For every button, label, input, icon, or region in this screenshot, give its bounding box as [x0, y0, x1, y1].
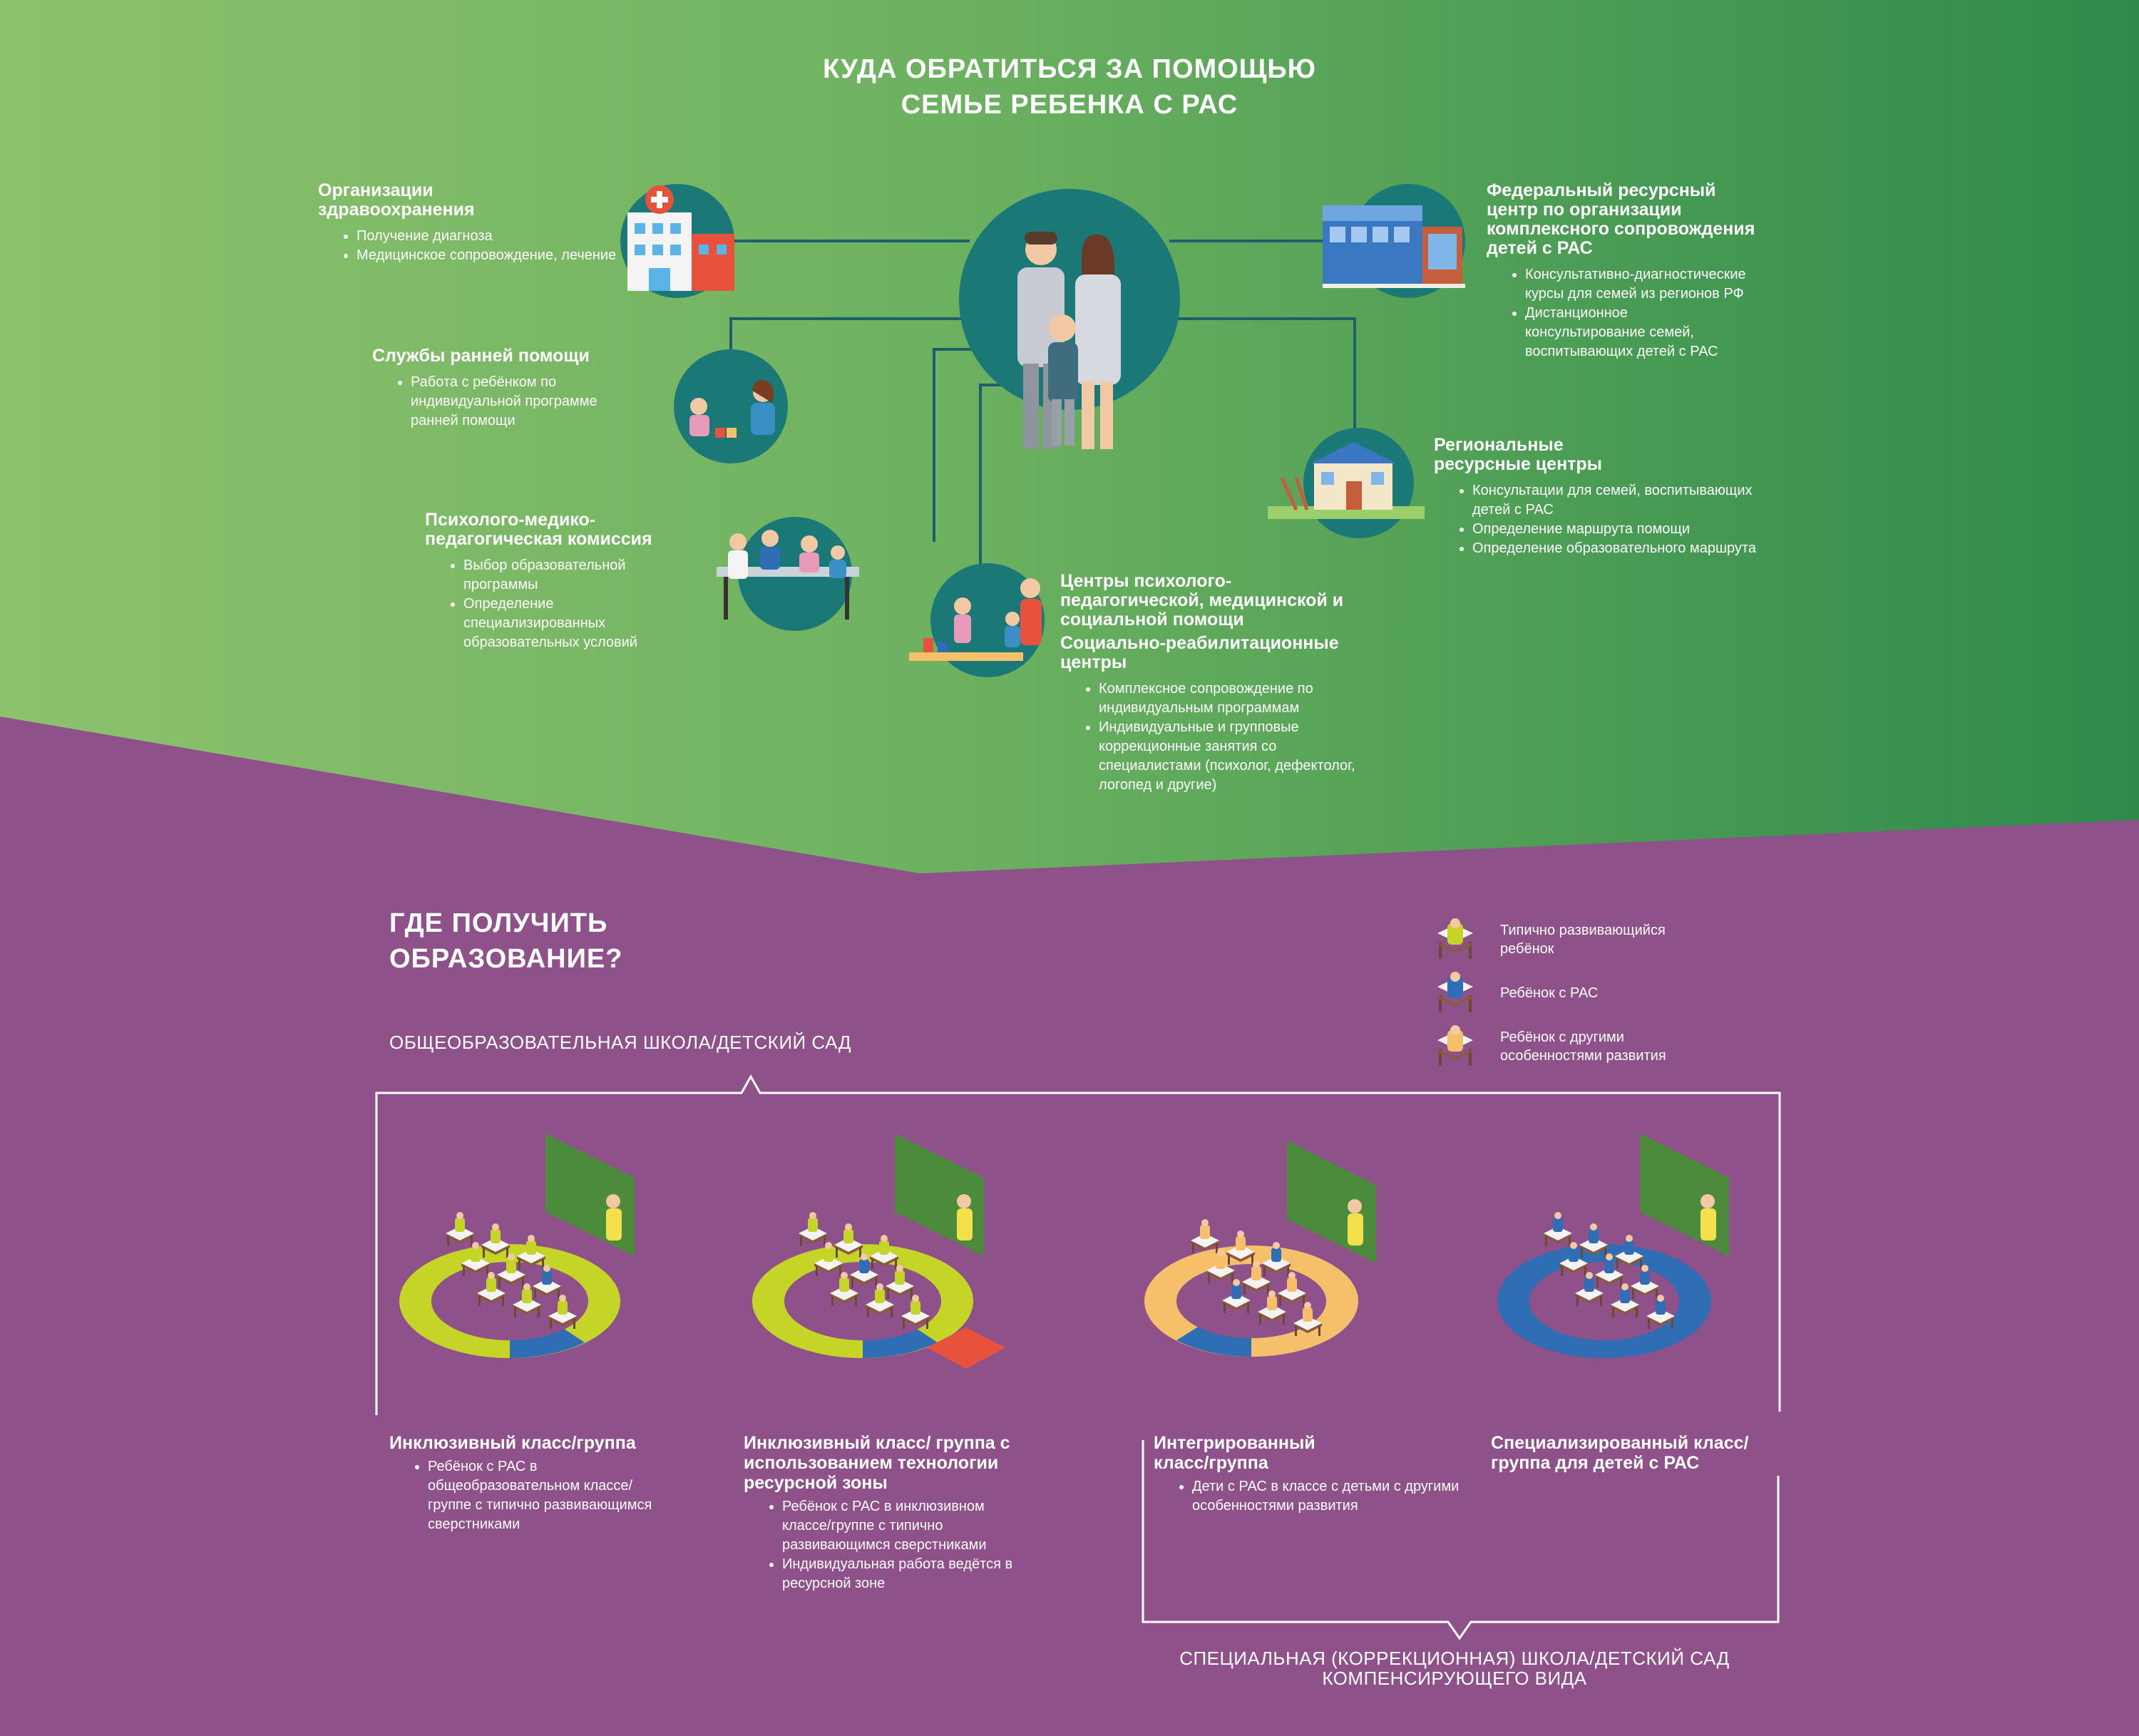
bullet: Индивидуальные и групповые коррекционные…: [1099, 718, 1355, 795]
org-title: Федеральный ресурсный центр по организац…: [1487, 180, 1755, 258]
legend-label: Ребёнок с другими особенностями развития: [1500, 1029, 1666, 1064]
special-school-label: СПЕЦИАЛЬНАЯ (КОРРЕКЦИОННАЯ) ШКОЛА/ДЕТСКИ…: [1179, 1648, 1730, 1689]
title-line-2: СЕМЬЕ РЕБЕНКА С РАС: [901, 90, 1238, 120]
org-title: Службы ранней помощи: [372, 346, 590, 366]
classroom-specialized-icon: [1497, 1134, 1733, 1376]
org-commission: Психолого-медико-педагогическая комиссия…: [425, 510, 724, 652]
general-school-label: ОБЩЕОБРАЗОВАТЕЛЬНАЯ ШКОЛА/ДЕТСКИЙ САД: [389, 1032, 851, 1053]
page-title: КУДА ОБРАТИТЬСЯ ЗА ПОМОЩЬЮ СЕМЬЕ РЕБЕНКА…: [713, 51, 1426, 123]
bullet: Определение образовательного маршрута: [1472, 539, 1758, 558]
classroom-integrated-icon: [1144, 1141, 1380, 1376]
bullet-list: Комплексное сопровождение по индивидуаль…: [1060, 679, 1355, 795]
bullet: Определение маршрута помощи: [1472, 520, 1758, 539]
bullet-list: Ребёнок с РАС в общеобразовательном клас…: [389, 1457, 670, 1534]
classroom-resource-zone-icon: [752, 1134, 1009, 1383]
bullet: Консультативно-диагностические курсы для…: [1525, 265, 1746, 304]
classroom-inclusive-icon: [399, 1134, 635, 1376]
legend-item: Типично развивающийся ребёнок: [1433, 913, 1733, 966]
class-title: Инклюзивный класс/группа: [389, 1433, 636, 1453]
org-title: Организации здравоохранения: [318, 180, 475, 220]
org-title-2: Социально-реабилитационные центры: [1060, 633, 1339, 672]
bullet: Получение диагноза: [356, 227, 617, 246]
bullet: Дистанционное консультирование семей, во…: [1525, 304, 1746, 361]
education-title: ГДЕ ПОЛУЧИТЬ ОБРАЗОВАНИЕ?: [389, 905, 623, 977]
playroom-icon: [909, 563, 1045, 677]
federal-center-icon: [1323, 184, 1465, 298]
legend-label: Ребёнок с РАС: [1500, 985, 1599, 1001]
org-title: Региональные ресурсные центры: [1434, 435, 1603, 474]
education-title-line-1: ГДЕ ПОЛУЧИТЬ: [389, 908, 608, 938]
org-regional-centers: Региональные ресурсные центры Консультац…: [1434, 436, 1762, 558]
commission-icon: [717, 517, 859, 631]
legend-item: Ребёнок с другими особенностями развития: [1433, 1019, 1733, 1073]
bullet: Дети с РАС в классе с детьми с другими о…: [1192, 1477, 1470, 1516]
early-help-icon: [674, 349, 788, 463]
legend-item: Ребёнок с РАС: [1433, 966, 1733, 1019]
org-early-help: Службы ранней помощи Работа с ребёнком п…: [372, 346, 672, 431]
bullet-list: Дети с РАС в классе с детьми с другими о…: [1154, 1477, 1470, 1516]
bullet: Определение специализированных образоват…: [463, 595, 677, 652]
class-resource-zone: Инклюзивный класс/ группа с использовани…: [744, 1433, 1043, 1593]
class-title: Инклюзивный класс/ группа с использовани…: [744, 1433, 1010, 1493]
regional-center-icon: [1268, 428, 1425, 538]
bullet: Ребёнок с РАС в инклюзивном классе/групп…: [782, 1497, 1028, 1555]
org-title: Психолого-медико-педагогическая комиссия: [425, 510, 652, 549]
org-federal-center: Федеральный ресурсный центр по организац…: [1487, 181, 1786, 361]
bullet-list: Ребёнок с РАС в инклюзивном классе/групп…: [744, 1497, 1028, 1593]
desk-child-icon: [1433, 1024, 1477, 1069]
desk-child-icon: [1433, 971, 1477, 1015]
class-specialized: Специализированный класс/ группа для дет…: [1491, 1433, 1790, 1473]
org-healthcare: Организации здравоохранения Получение ди…: [318, 181, 617, 265]
family-icon: [959, 189, 1180, 449]
org-ppms-centers: Центры психолого-педагогической, медицин…: [1060, 572, 1374, 795]
bullet: Комплексное сопровождение по индивидуаль…: [1099, 679, 1355, 718]
bullet-list: Консультации для семей, воспитывающих де…: [1434, 481, 1758, 558]
class-inclusive: Инклюзивный класс/группа Ребёнок с РАС в…: [389, 1433, 689, 1534]
bullet-list: Консультативно-диагностические курсы для…: [1487, 265, 1746, 361]
bullet: Медицинское сопровождение, лечение: [356, 246, 617, 265]
class-integrated: Интегрированный класс/группа Дети с РАС …: [1154, 1433, 1459, 1516]
bullet: Ребёнок с РАС в общеобразовательном клас…: [428, 1457, 670, 1534]
bullet-list: Выбор образовательной программы Определе…: [425, 556, 677, 652]
bullet: Индивидуальная работа ведётся в ресурсно…: [782, 1555, 1028, 1593]
bullet: Консультации для семей, воспитывающих де…: [1472, 481, 1758, 520]
org-title: Центры психолого-педагогической, медицин…: [1060, 571, 1344, 630]
bullet-list: Получение диагноза Медицинское сопровожд…: [318, 227, 617, 265]
bullet-list: Работа с ребёнком по индивидуальной прог…: [372, 373, 639, 431]
class-title: Специализированный класс/ группа для дет…: [1491, 1433, 1749, 1473]
education-title-line-2: ОБРАЗОВАНИЕ?: [389, 944, 623, 974]
bullet: Работа с ребёнком по индивидуальной прог…: [411, 373, 639, 431]
legend-label: Типично развивающийся ребёнок: [1500, 922, 1666, 957]
title-line-1: КУДА ОБРАТИТЬСЯ ЗА ПОМОЩЬЮ: [823, 54, 1316, 84]
legend: Типично развивающийся ребёнок Ребёнок с …: [1433, 913, 1733, 1073]
bullet: Выбор образовательной программы: [463, 556, 677, 595]
class-title: Интегрированный класс/группа: [1154, 1433, 1315, 1473]
hospital-icon: [620, 184, 734, 298]
desk-child-icon: [1433, 918, 1477, 962]
